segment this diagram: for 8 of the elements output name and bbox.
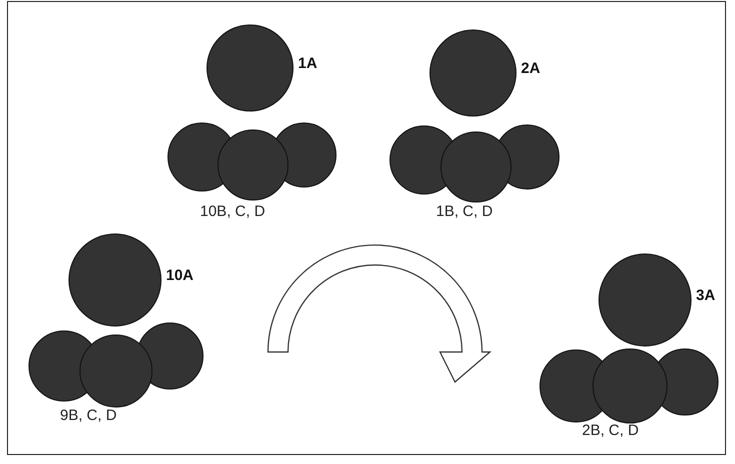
caption-label: 1B, C, D bbox=[436, 203, 493, 220]
circle-label: 3A bbox=[696, 287, 716, 304]
circle-label: 2A bbox=[521, 60, 540, 77]
caption-label: 10B, C, D bbox=[200, 203, 266, 220]
caption-label: 2B, C, D bbox=[582, 422, 639, 439]
circle-label: 1A bbox=[298, 55, 318, 72]
circle-label: 10A bbox=[166, 267, 194, 284]
caption-label: 9B, C, D bbox=[60, 407, 117, 424]
